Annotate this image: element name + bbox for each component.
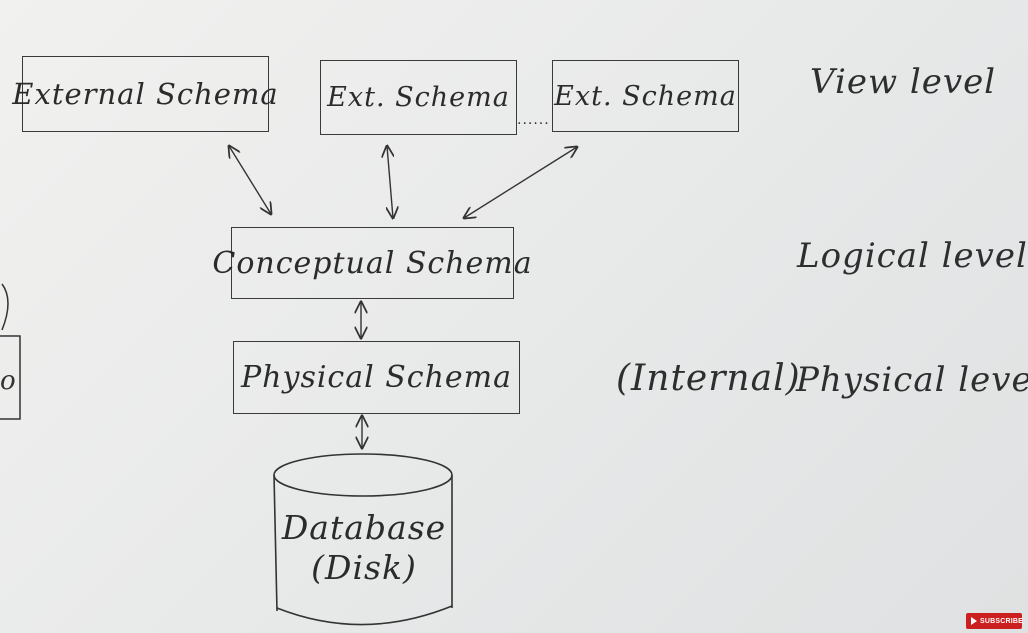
conceptual-schema-box: Conceptual Schema: [212, 227, 532, 299]
database-label-line1: Database: [281, 508, 447, 547]
left-edge-text: o: [0, 366, 16, 396]
database-cylinder: [273, 453, 453, 626]
subscribe-button[interactable]: SUBSCRIBE: [966, 613, 1024, 629]
logical-level-label: Logical level: [797, 236, 1028, 276]
ext-schema-box-2: Ext. Schema: [320, 60, 517, 135]
internal-label: (Internal): [616, 358, 801, 399]
subscribe-label: SUBSCRIBE: [980, 617, 1024, 625]
ellipsis-dots: ......: [517, 112, 550, 128]
physical-schema-label: Physical Schema: [240, 360, 513, 395]
view-level-label: View level: [810, 62, 997, 102]
external-schema-box: External Schema: [12, 56, 278, 132]
conceptual-schema-label: Conceptual Schema: [212, 245, 533, 281]
arrow-external-to-conceptual: [229, 146, 271, 214]
external-schema-label: External Schema: [12, 77, 279, 111]
physical-level-label: Physical level: [796, 360, 1028, 400]
database-label: Database (Disk): [276, 508, 452, 588]
ext-schema-label-2: Ext. Schema: [327, 82, 510, 113]
left-edge-paren: [1, 283, 9, 331]
ext-schema-box-3: Ext. Schema: [552, 60, 739, 132]
physical-schema-box: Physical Schema: [233, 341, 520, 414]
ext-schema-label-3: Ext. Schema: [554, 80, 737, 112]
arrow-ext3-to-conceptual: [464, 147, 577, 218]
left-edge-box: [0, 335, 21, 420]
play-icon: [971, 617, 977, 625]
database-label-line2: (Disk): [311, 548, 417, 587]
arrow-ext2-to-conceptual: [387, 146, 393, 218]
